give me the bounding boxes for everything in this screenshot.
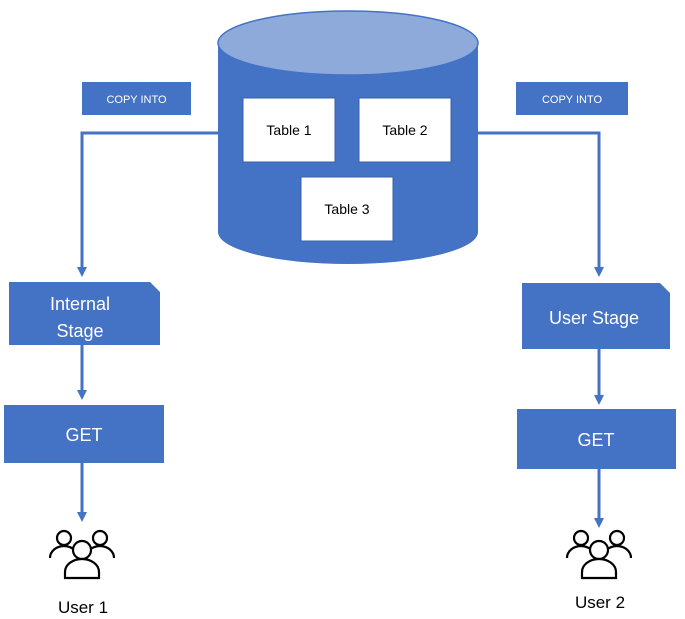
table-2-box: Table 2 [358,97,452,163]
connectors [77,131,604,528]
internal-stage-line2: Stage [56,321,103,341]
table-3-label: Table 3 [324,201,369,217]
users-group-icon [48,529,116,580]
internal-stage-line1: Internal [50,294,110,314]
users-group-icon [565,529,633,580]
table-3-box: Table 3 [300,176,394,242]
table-2-label: Table 2 [382,122,427,138]
user-2-label: User 2 [575,593,625,612]
get-node-left: GET [4,405,164,463]
table-1-label: Table 1 [266,122,311,138]
get-node-right: GET [517,409,676,469]
arrow-db-to-user-stage [478,131,604,277]
user-1-label: User 1 [58,598,108,617]
copy-into-right-label: COPY INTO [542,94,603,106]
get-right-label: GET [577,430,614,450]
user-stage-node: User Stage [522,283,670,349]
arrow-db-to-internal-stage [77,131,218,277]
table-1-box: Table 1 [242,97,336,163]
copy-into-left-label: COPY INTO [106,94,167,106]
copy-into-right: COPY INTO [516,82,628,115]
internal-stage-node: Internal Stage [9,282,160,345]
copy-into-left: COPY INTO [82,82,191,115]
get-left-label: GET [65,425,102,445]
user-stage-label: User Stage [549,308,639,328]
